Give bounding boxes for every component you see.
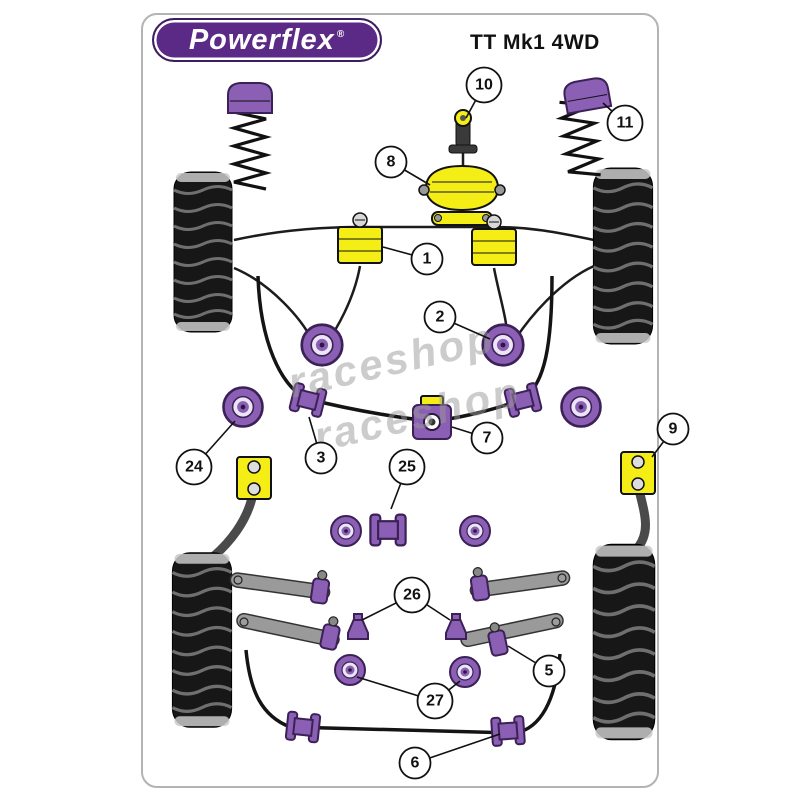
front-left-spring (232, 110, 268, 191)
callout-24 (175, 448, 213, 486)
front-left-tire (172, 170, 234, 334)
callout-label-1: 1 (423, 251, 432, 268)
rear-arb-bush-right (490, 714, 526, 748)
callout-27 (416, 682, 454, 720)
rear-diff-bush-right (459, 515, 491, 547)
callout-3 (304, 441, 338, 475)
callout-label-25: 25 (398, 459, 416, 476)
callout-layer: 1 2 3 5 6 7 8 9 10 11 24 25 26 27 (175, 66, 690, 780)
front-subframe-line (233, 225, 595, 242)
callout-label-8: 8 (387, 154, 396, 171)
arm-bolt (557, 573, 567, 583)
callout-1 (410, 242, 444, 276)
rear-arm-inner-bush-left-lower (318, 614, 344, 652)
callout-8 (374, 145, 408, 179)
bump-stop-right (561, 75, 613, 115)
arm-bolt (239, 617, 249, 627)
rear-lower-arm-left (236, 612, 340, 648)
callout-label-9: 9 (669, 421, 678, 438)
front-right-tire (591, 166, 655, 346)
callout-label-11: 11 (617, 115, 634, 132)
callout-26 (393, 576, 431, 614)
callout-9 (656, 412, 690, 446)
arm-bolt (551, 617, 561, 627)
callout-label-5: 5 (545, 663, 554, 680)
callout-label-6: 6 (411, 755, 420, 772)
rear-round-bush-right (449, 656, 481, 688)
front-link-left (233, 266, 314, 341)
steering-rack-clamp (412, 395, 452, 440)
rear-lower-arm-right (460, 612, 564, 648)
rear-arb-bush-left (284, 710, 322, 744)
rear-trailing-arm-bush-left (236, 456, 272, 500)
callout-11 (606, 104, 644, 142)
callout-label-3: 3 (317, 450, 326, 467)
callout-25 (388, 448, 426, 486)
callout-2 (423, 300, 457, 334)
rear-diff-mount-center (369, 513, 407, 547)
rear-upper-arm-right (469, 570, 571, 598)
callout-10 (465, 66, 503, 104)
powerflex-logo: Powerflex® (152, 18, 382, 62)
rear-right-tire (591, 542, 657, 742)
callout-6 (398, 746, 432, 780)
trailing-arm-left (209, 493, 257, 561)
dogbone-mount (448, 109, 478, 154)
logo-text: Powerflex (188, 23, 335, 56)
rear-cone-bush-right (445, 613, 467, 640)
subframe-bush-right (560, 386, 602, 428)
page-title: TT Mk1 4WD (470, 31, 600, 54)
subframe-bush-left (222, 386, 264, 428)
callout-label-26: 26 (403, 587, 421, 604)
callout-label-2: 2 (436, 309, 445, 326)
front-arm-front-bush-left (337, 212, 383, 264)
callout-label-7: 7 (483, 430, 492, 447)
trailing-arm-right (631, 489, 650, 555)
front-link-right (514, 264, 595, 339)
rear-upper-arm-left (229, 572, 331, 600)
rear-left-tire (170, 551, 234, 729)
engine-mount (418, 164, 506, 226)
callout-label-10: 10 (475, 77, 493, 94)
rear-diff-bush-left (330, 515, 362, 547)
bump-stop-left (227, 82, 273, 114)
callout-label-27: 27 (426, 693, 444, 710)
callout-5 (532, 654, 566, 688)
rear-arm-inner-bush-left-upper (309, 568, 332, 605)
callout-7 (470, 421, 504, 455)
rear-round-bush-left (334, 654, 366, 686)
callout-label-24: 24 (185, 459, 203, 476)
arm-bolt (233, 575, 243, 585)
rear-trailing-arm-bush-right (620, 451, 656, 495)
rear-arm-inner-bush-right-upper (468, 565, 491, 602)
registered-mark: ® (336, 29, 346, 40)
